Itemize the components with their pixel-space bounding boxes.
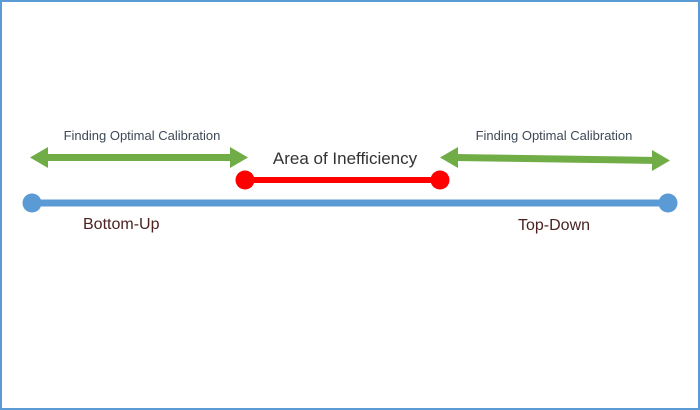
axis-end-dot <box>658 193 678 213</box>
right-double-arrow <box>440 147 670 171</box>
left-arrow-label: Finding Optimal Calibration <box>64 128 221 143</box>
inefficiency-start-dot <box>235 170 255 190</box>
left-double-arrow <box>30 147 248 168</box>
inefficiency-segment <box>235 170 450 190</box>
top-down-label: Top-Down <box>518 217 590 234</box>
inefficiency-end-dot <box>430 170 450 190</box>
inefficiency-label: Area of Inefficiency <box>273 149 418 168</box>
right-arrow-label: Finding Optimal Calibration <box>476 128 633 143</box>
bottom-up-label: Bottom-Up <box>83 216 160 233</box>
spectrum-axis <box>22 193 678 213</box>
axis-start-dot <box>22 193 42 213</box>
